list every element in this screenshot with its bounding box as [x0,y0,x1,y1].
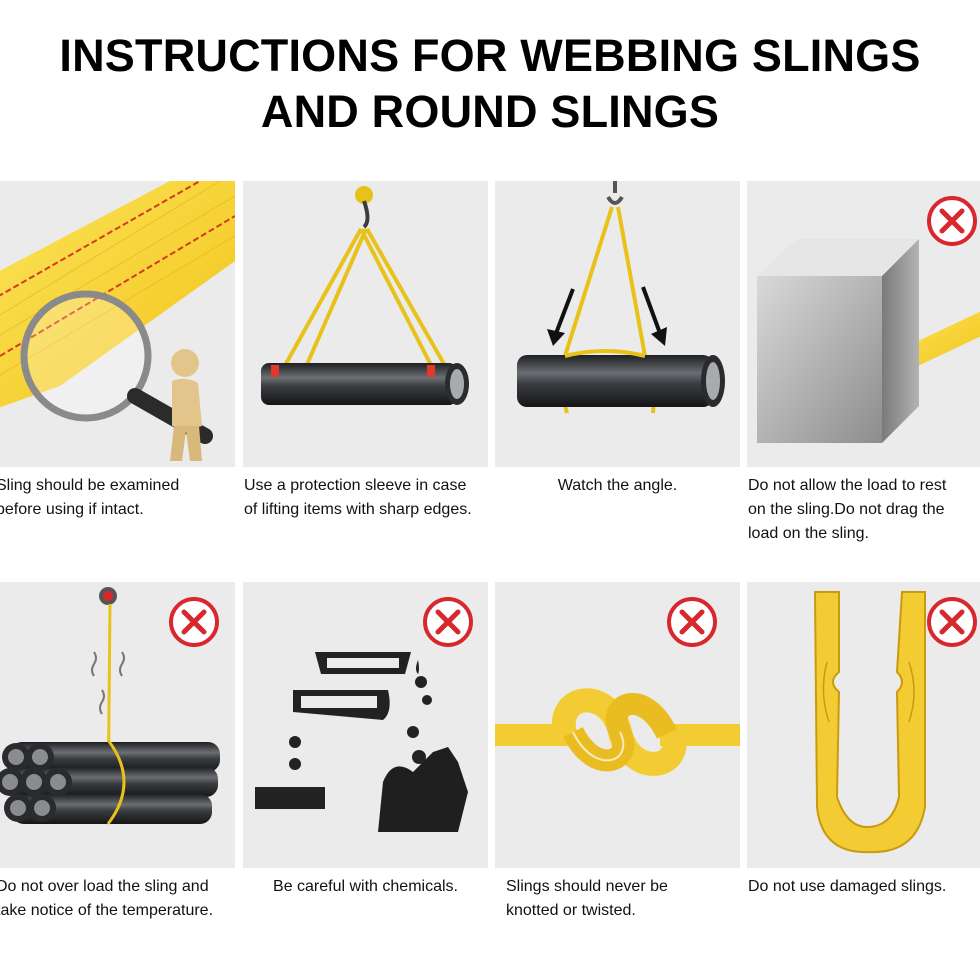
panel-protection-sleeve [243,181,488,467]
caption-line: Use a protection sleeve in case [244,477,467,494]
caption-line: Do not allow the load to rest [748,477,947,494]
pipe-with-protection-sleeve-image [261,186,469,405]
panel-load-rest [747,181,980,467]
title-line-1: INSTRUCTIONS FOR WEBBING SLINGS [59,30,921,81]
forbidden-icon [423,597,473,647]
caption-knotted: Slings should never be knotted or twiste… [506,875,668,923]
forbidden-icon [667,597,717,647]
chemicals-image [255,597,473,832]
caption-overload: Do not over load the sling and take noti… [0,875,213,923]
caption-inspect-sling: Sling should be examined before using if… [0,474,179,522]
caption-protection-sleeve: Use a protection sleeve in case of lifti… [244,474,472,522]
overloaded-pipe-bundle-image [0,587,220,825]
caption-line: knotted or twisted. [506,902,636,919]
caption-watch-angle: Watch the angle. [495,474,740,498]
knotted-sling-image [495,597,740,776]
page-title: INSTRUCTIONS FOR WEBBING SLINGS AND ROUN… [0,28,980,140]
caption-line: Slings should never be [506,878,668,895]
forbidden-icon [927,196,977,246]
panel-overload [0,582,235,868]
caption-line: on the sling.Do not drag the [748,501,945,518]
forbidden-icon [927,597,977,647]
caption-line: before using if intact. [0,501,144,518]
sling-angle-image [517,181,725,414]
caption-load-rest: Do not allow the load to rest on the sli… [748,474,946,546]
title-line-2: AND ROUND SLINGS [260,86,720,137]
panel-watch-angle [495,181,740,467]
panel-damaged [747,582,980,868]
forbidden-icon [169,597,219,647]
panel-knotted [495,582,740,868]
caption-damaged: Do not use damaged slings. [748,875,946,899]
caption-line: Watch the angle. [557,477,678,494]
caption-line: Do not over load the sling and [0,878,209,895]
caption-line: load on the sling. [748,525,869,542]
panel-chemicals [243,582,488,868]
caption-line: Sling should be examined [0,477,180,494]
damaged-sling-image [813,591,977,854]
caption-line: of lifting items with sharp edges. [244,501,472,518]
caption-line: Do not use damaged slings. [748,878,947,895]
load-resting-on-sling-image [757,196,980,443]
magnifier-inspecting-sling-image [0,181,235,461]
caption-line: Be careful with chemicals. [273,878,458,895]
caption-line: take notice of the temperature. [0,902,214,919]
panel-inspect-sling [0,181,235,467]
caption-chemicals: Be careful with chemicals. [243,875,488,899]
